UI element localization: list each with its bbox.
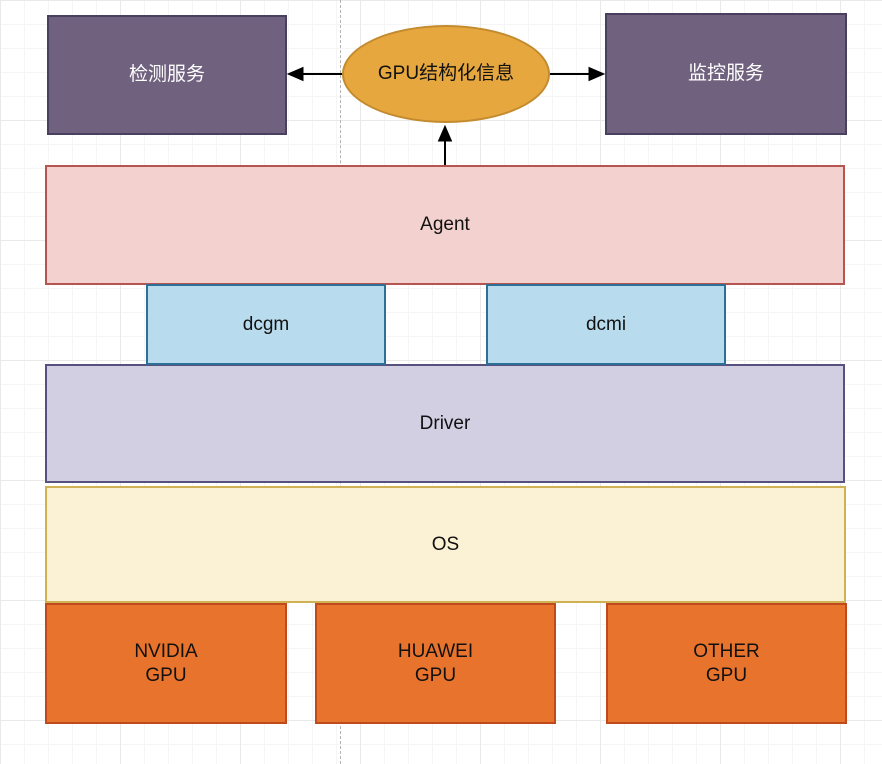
node-monitor-service[interactable]: 监控服务 bbox=[605, 13, 847, 135]
node-dcgm-label: dcgm bbox=[242, 313, 290, 335]
node-dcmi-label: dcmi bbox=[585, 313, 627, 335]
node-agent[interactable]: Agent bbox=[45, 165, 845, 285]
arrow-agent-to-info bbox=[437, 124, 453, 165]
node-detect-service[interactable]: 检测服务 bbox=[47, 15, 287, 135]
node-os[interactable]: OS bbox=[45, 486, 846, 603]
node-dcmi[interactable]: dcmi bbox=[486, 284, 726, 365]
node-huawei-gpu[interactable]: HUAWEI GPU bbox=[315, 603, 556, 724]
arrow-info-to-detect bbox=[286, 66, 342, 82]
node-nvidia-gpu-label: NVIDIA GPU bbox=[134, 640, 198, 686]
node-other-gpu[interactable]: OTHER GPU bbox=[606, 603, 847, 724]
node-monitor-service-label: 监控服务 bbox=[687, 63, 764, 85]
arrow-info-to-monitor bbox=[550, 66, 606, 82]
node-huawei-gpu-label: HUAWEI GPU bbox=[397, 640, 474, 686]
node-driver-label: Driver bbox=[419, 412, 471, 434]
node-os-label: OS bbox=[431, 533, 460, 555]
node-driver[interactable]: Driver bbox=[45, 364, 845, 483]
node-detect-service-label: 检测服务 bbox=[128, 64, 205, 86]
node-agent-label: Agent bbox=[420, 214, 470, 236]
node-other-gpu-label: OTHER GPU bbox=[693, 640, 760, 686]
node-gpu-structured-info[interactable]: GPU结构化信息 bbox=[342, 25, 550, 123]
node-nvidia-gpu[interactable]: NVIDIA GPU bbox=[45, 603, 287, 724]
node-gpu-structured-info-label: GPU结构化信息 bbox=[377, 63, 515, 85]
node-dcgm[interactable]: dcgm bbox=[146, 284, 386, 365]
